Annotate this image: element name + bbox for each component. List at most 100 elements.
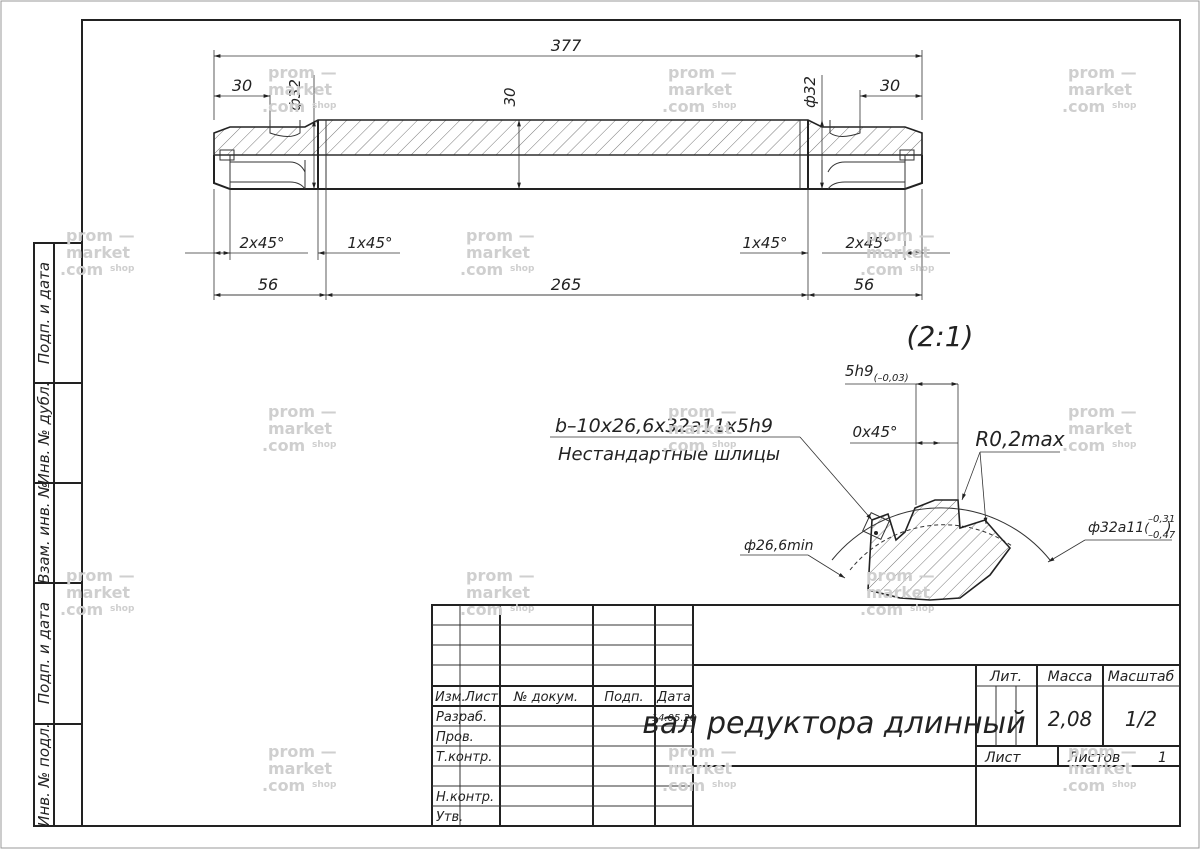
svg-text:.com: .com bbox=[60, 260, 103, 279]
tb-header-list: Лист bbox=[464, 690, 498, 705]
svg-text:shop: shop bbox=[510, 264, 535, 274]
svg-text:market: market bbox=[668, 759, 732, 778]
dim-right-section: 56 bbox=[854, 275, 874, 294]
svg-text:prom —: prom — bbox=[66, 226, 135, 245]
detail-minor-diameter: ф26,6min bbox=[744, 538, 814, 554]
svg-text:market: market bbox=[866, 243, 930, 262]
dimensions-top: 377 30 ф32 30 ф32 30 bbox=[213, 36, 923, 189]
svg-text:market: market bbox=[66, 243, 130, 262]
svg-text:.com: .com bbox=[1062, 776, 1105, 795]
svg-text:shop: shop bbox=[110, 264, 135, 274]
detail-chamfer: 0x45° bbox=[852, 423, 897, 441]
svg-text:prom —: prom — bbox=[866, 226, 935, 245]
svg-text:.com: .com bbox=[662, 436, 705, 455]
svg-text:shop: shop bbox=[1112, 440, 1137, 450]
tb-lit-label: Лит. bbox=[989, 669, 1022, 685]
svg-text:market: market bbox=[466, 243, 530, 262]
svg-text:market: market bbox=[268, 759, 332, 778]
svg-text:shop: shop bbox=[110, 604, 135, 614]
svg-text:market: market bbox=[1068, 419, 1132, 438]
svg-text:market: market bbox=[668, 419, 732, 438]
detail-major-tol-lower: –0,47 bbox=[1148, 530, 1176, 541]
svg-text:.com: .com bbox=[262, 97, 305, 116]
svg-text:.com: .com bbox=[460, 600, 503, 619]
dim-left-section: 56 bbox=[258, 275, 278, 294]
svg-text:shop: shop bbox=[712, 101, 737, 111]
svg-text:.com: .com bbox=[860, 260, 903, 279]
detail-radius: R0,2max bbox=[975, 427, 1064, 451]
svg-text:market: market bbox=[466, 583, 530, 602]
side-stamp-dup-inv: Инв. № дубл. bbox=[35, 382, 53, 485]
tb-part-name: вал редуктора длинный bbox=[642, 706, 1026, 741]
spline-detail: (2:1) 5h9(–0,03) 0x45° R0,2max b–10x26,6… bbox=[550, 320, 1176, 601]
tb-role-checked: Пров. bbox=[436, 730, 474, 745]
tb-role-developed: Разраб. bbox=[436, 710, 487, 725]
svg-text:prom —: prom — bbox=[668, 402, 737, 421]
detail-spline-note: Нестандартные шлицы bbox=[558, 444, 780, 465]
svg-text:.com: .com bbox=[60, 600, 103, 619]
tb-scale-value: 1/2 bbox=[1125, 707, 1157, 731]
svg-text:prom —: prom — bbox=[1068, 63, 1137, 82]
side-stamp: Подп. и дата Инв. № дубл. Взам. инв. № П… bbox=[33, 242, 83, 827]
svg-text:prom —: prom — bbox=[268, 63, 337, 82]
watermark: prom —market.com shop bbox=[662, 402, 737, 455]
svg-text:shop: shop bbox=[712, 440, 737, 450]
watermark: prom —market.com shop bbox=[60, 226, 135, 279]
dim-left-chamfer: 2x45° bbox=[239, 234, 284, 252]
svg-text:market: market bbox=[268, 80, 332, 99]
svg-text:.com: .com bbox=[460, 260, 503, 279]
dim-left-diameter: ф32 bbox=[286, 79, 304, 111]
detail-major-diameter: ф32a11( bbox=[1088, 520, 1150, 536]
svg-text:.com: .com bbox=[662, 776, 705, 795]
tb-mass-label: Масса bbox=[1048, 669, 1093, 685]
tb-role-norm-control: Н.контр. bbox=[436, 790, 494, 805]
dim-right-inner-chamfer: 1x45° bbox=[742, 234, 787, 252]
svg-text:prom —: prom — bbox=[668, 742, 737, 761]
svg-text:market: market bbox=[668, 80, 732, 99]
dim-overall-length: 377 bbox=[551, 36, 582, 55]
detail-tooth-width: 5h9(–0,03) bbox=[845, 362, 909, 384]
svg-text:.com: .com bbox=[860, 600, 903, 619]
svg-text:prom —: prom — bbox=[466, 566, 535, 585]
tb-mass-value: 2,08 bbox=[1048, 707, 1093, 731]
svg-text:shop: shop bbox=[910, 604, 935, 614]
svg-text:market: market bbox=[1068, 759, 1132, 778]
dim-left-spline-length: 30 bbox=[232, 76, 252, 95]
spline-tooth-section bbox=[867, 499, 1012, 601]
tb-sheet-label: Лист bbox=[984, 750, 1021, 766]
side-stamp-orig-inv: Инв. № подл. bbox=[35, 723, 53, 826]
svg-text:.com: .com bbox=[662, 97, 705, 116]
dim-right-spline-length: 30 bbox=[880, 76, 900, 95]
tb-date-value: 14.05.20 bbox=[652, 713, 697, 724]
svg-text:market: market bbox=[268, 419, 332, 438]
svg-text:prom —: prom — bbox=[866, 566, 935, 585]
watermark: prom —market.com shop bbox=[662, 742, 737, 795]
svg-text:shop: shop bbox=[1112, 780, 1137, 790]
dim-right-diameter: ф32 bbox=[801, 76, 819, 108]
dim-right-chamfer: 2x45° bbox=[845, 234, 890, 252]
svg-text:shop: shop bbox=[712, 780, 737, 790]
watermark: prom —market.com shop bbox=[262, 63, 337, 116]
svg-text:shop: shop bbox=[1112, 101, 1137, 111]
svg-text:.com: .com bbox=[262, 436, 305, 455]
tb-sheets-label: Листов bbox=[1067, 750, 1120, 766]
svg-text:shop: shop bbox=[312, 101, 337, 111]
svg-text:): ) bbox=[1165, 520, 1171, 536]
title-block: Изм. Лист № докум. Подп. Дата 14.05.20 Р… bbox=[431, 604, 1181, 827]
svg-text:prom —: prom — bbox=[466, 226, 535, 245]
side-stamp-sign-date-1: Подп. и дата bbox=[35, 262, 53, 364]
shaft-outline-lower bbox=[213, 155, 923, 190]
svg-text:market: market bbox=[1068, 80, 1132, 99]
tb-header-doc-no: № докум. bbox=[513, 690, 578, 705]
dim-left-inner-chamfer: 1x45° bbox=[347, 234, 392, 252]
dim-center-diameter: 30 bbox=[501, 87, 519, 106]
